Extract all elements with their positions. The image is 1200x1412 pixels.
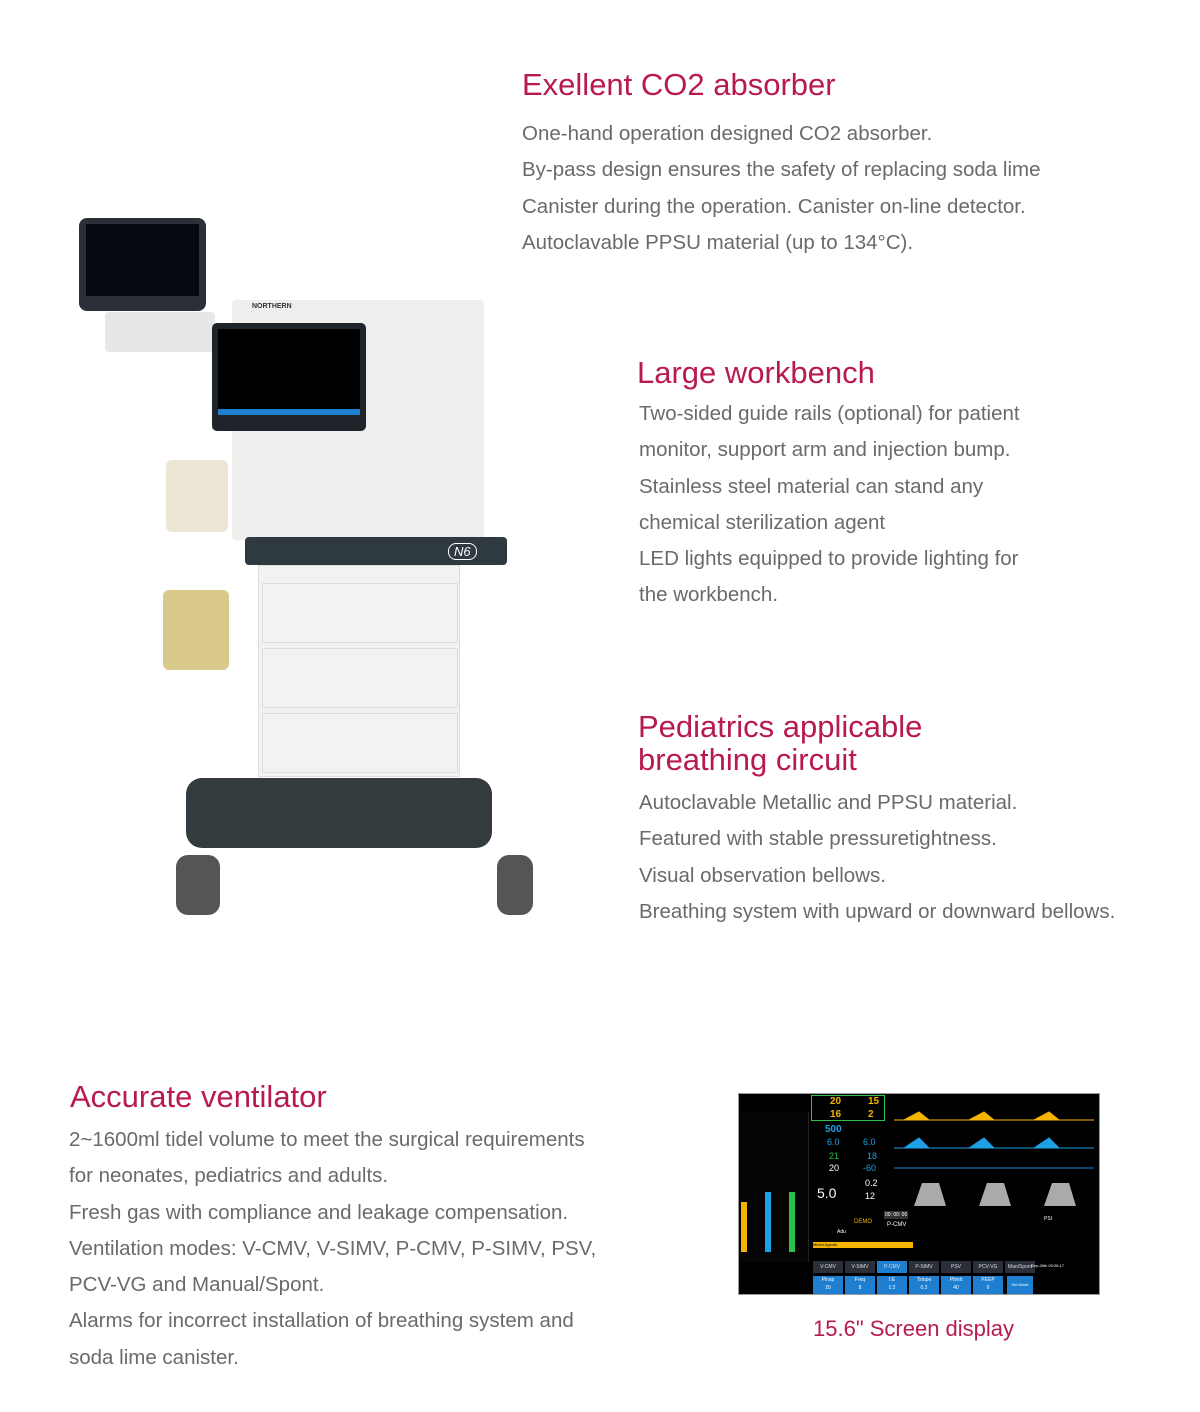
pplat-value: 16 [830,1109,842,1120]
text-line: Ventilation modes: V-CMV, V-SIMV, P-CMV,… [69,1236,597,1260]
text-line: for neonates, pediatrics and adults. [69,1164,389,1188]
text-line: Two-sided guide rails (optional) for pat… [639,402,1020,425]
bellows-canister [166,460,228,532]
section-body-workbench: Two-sided guide rails (optional) for pat… [639,396,1020,614]
ventilator-screen [212,323,366,431]
text-line: the workbench. [639,583,779,607]
drawer [262,583,458,643]
mode-button-p-simv[interactable]: P-SIMV [909,1261,939,1273]
datetime: Sep-26th 09:26:17 [1031,1263,1064,1268]
set-mode-button[interactable]: Set Mode [1007,1276,1033,1294]
current-mode: P-CMV [887,1222,907,1228]
screen-caption: 15.6" Screen display [813,1316,1015,1341]
demo-label: DEMO [854,1219,872,1225]
mode-button-v-simv[interactable]: V-SIMV [845,1261,875,1273]
text-line: Alarms for incorrect installation of bre… [69,1309,574,1333]
waveforms [894,1111,1094,1206]
pressure-panel: 20 15 16 2 [811,1095,885,1121]
gas-panel [739,1112,809,1262]
big-value: 5.0 [817,1185,837,1201]
wheel [176,855,220,915]
neg-value: -60 [863,1163,877,1173]
control-bar [245,537,507,565]
text-line: Visual observation bellows. [639,863,886,887]
monitor-arm [105,312,215,352]
section-body-pediatrics: Autoclavable Metallic and PPSU material.… [639,785,1115,930]
vte-value: 500 [825,1124,842,1135]
title-line: breathing circuit [638,742,857,777]
mode-button-p-cmv[interactable]: P-CMV [877,1261,907,1273]
drawer [262,648,458,708]
patient-monitor [79,218,206,311]
value: 12 [865,1191,876,1201]
section-title-pediatrics: Pediatrics applicable breathing circuit [638,710,922,776]
text-line: PCV-VG and Manual/Spont. [69,1273,325,1297]
timer: 00: 00: 00 [884,1211,909,1219]
text-line: Autoclavable Metallic and PPSU material. [639,791,1018,814]
peep-value: 2 [868,1109,874,1120]
section-title-workbench: Large workbench [637,355,875,390]
value: 0.2 [865,1178,878,1188]
model-badge: N6 [448,543,477,560]
drawer-cabinet [258,565,460,777]
text-line: LED lights equipped to provide lighting … [639,547,1019,571]
ppeak-value: 20 [830,1096,842,1107]
freq-value: 20 [829,1163,840,1173]
mode-button-v-cmv[interactable]: V-CMV [813,1261,843,1273]
text-line: soda lime canister. [69,1345,239,1369]
drawer [262,713,458,773]
section-body-ventilator: 2~1600ml tidel volume to meet the surgic… [69,1122,596,1376]
brand-logo: NORTHERN [252,303,292,310]
text-line: chemical sterilization agent [639,510,886,534]
mode-button-psv[interactable]: PSV [941,1261,971,1273]
section-title-co2: Exellent CO2 absorber [522,67,836,102]
mode-button-man-spont[interactable]: Man/Spont [1005,1261,1035,1273]
co2-absorber [163,590,229,670]
title-line: Pediatrics applicable [638,709,923,744]
psi-label: PSI [1044,1216,1053,1222]
text-line: Canister during the operation. Canister … [522,194,1026,218]
text-line: 2~1600ml tidel volume to meet the surgic… [69,1128,585,1151]
wheel [497,855,533,915]
text-line: Stainless steel material can stand any [639,474,984,498]
text-line: One-hand operation designed CO2 absorber… [522,122,933,145]
pmean-value: 15 [868,1096,880,1107]
screen-display-image: 20 15 16 2 500 6.0 6.0 21 18 20 -60 5.0 … [738,1093,1100,1295]
patient-type: Adu [837,1229,846,1235]
text-line: By-pass design ensures the safety of rep… [522,158,1041,182]
text-line: Breathing system with upward or downward… [639,899,1116,923]
text-line: monitor, support arm and injection bump. [639,438,1011,462]
section-body-co2: One-hand operation designed CO2 absorber… [522,116,1040,261]
text-line: Autoclavable PPSU material (up to 134°C)… [522,230,914,254]
text-line: Featured with stable pressuretightness. [639,827,997,851]
base [186,778,492,848]
agents-bar: Mixed Agents [813,1242,913,1248]
mv-value: 6.0 [827,1137,840,1147]
fio2-value: 21 [829,1151,840,1161]
text-line: Fresh gas with compliance and leakage co… [69,1200,569,1224]
rr-value: 18 [867,1151,878,1161]
mv-value: 6.0 [863,1137,876,1147]
mode-buttons: V-CMV V-SIMV P-CMV P-SIMV PSV PCV-VG Man… [813,1261,1035,1273]
section-title-ventilator: Accurate ventilator [70,1079,327,1114]
mode-button-pcv-vg[interactable]: PCV-VG [973,1261,1003,1273]
